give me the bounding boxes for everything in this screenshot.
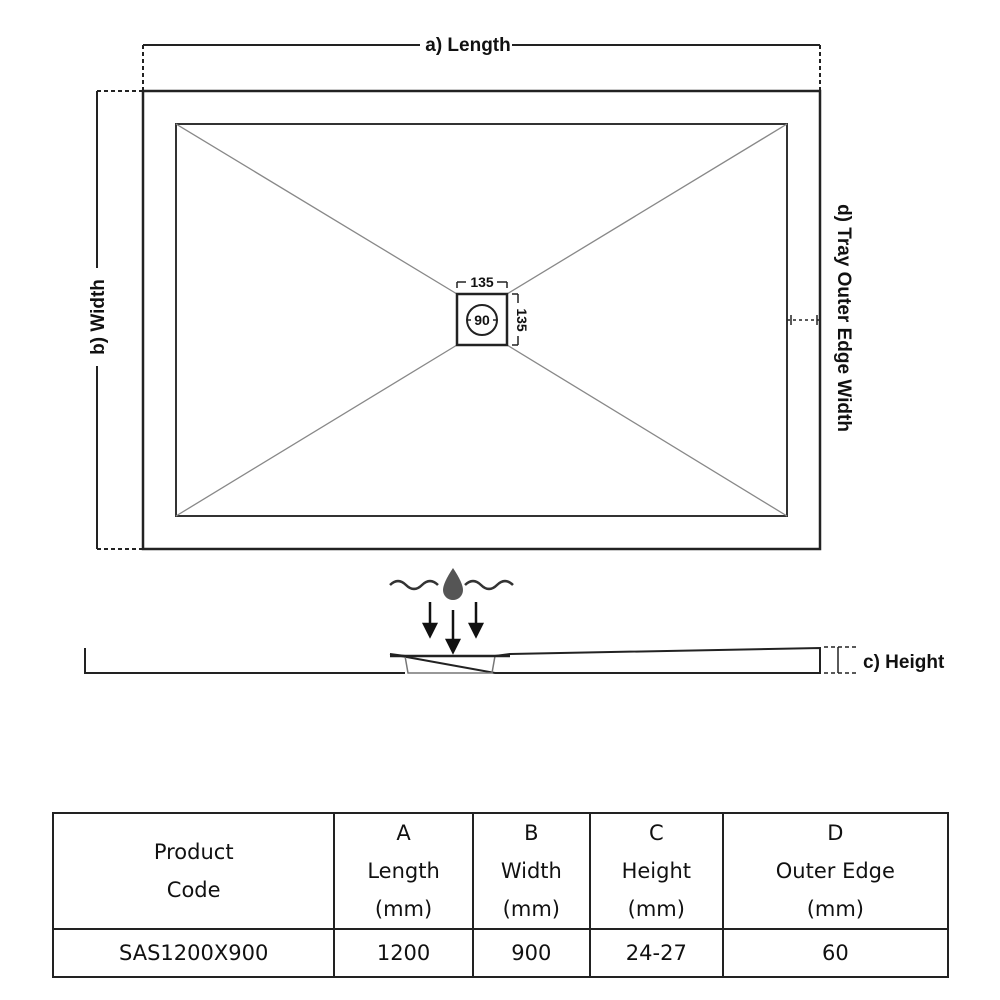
cell-width: 900 [471,928,591,978]
length-dimension [142,44,821,90]
header-line: (mm) [502,897,560,921]
width-label: b) Width [88,279,109,355]
tray-profile [84,646,858,674]
header-length: A Length (mm) [333,812,474,930]
shower-tray-diagram: a) Length b) Width 135 [84,35,945,674]
header-line: A [396,821,411,845]
cell-outer-edge: 60 [721,928,950,978]
header-width: B Width (mm) [471,812,591,930]
drain-width-label: 135 [470,274,494,290]
header-height: C Height (mm) [588,812,724,930]
header-line: C [648,821,664,845]
cell-height: 24-27 [588,928,724,978]
tray-plan [141,89,822,551]
outer-edge-label: d) Tray Outer Edge Width [833,204,854,432]
header-line: (mm) [806,897,864,921]
header-line: Code [166,878,221,902]
header-line: Height [621,859,691,883]
header-line: (mm) [374,897,433,921]
waste-diameter-label: 90 [474,312,490,328]
header-line: Width [500,859,562,883]
header-outer-edge: D Outer Edge (mm) [721,812,950,930]
header-line: Length [367,859,440,883]
length-label: a) Length [425,35,511,56]
header-line: (mm) [627,897,685,921]
cell-product-code: SAS1200X900 [51,928,336,978]
drain-height-label: 135 [514,308,530,332]
header-line: Outer Edge [775,859,895,883]
water-flow-icon [389,568,514,655]
cell-length: 1200 [333,928,474,978]
table-row: SAS1200X900 1200 900 24-27 60 [51,928,950,978]
header-line: D [827,821,844,845]
waste-outlet [466,304,498,336]
header-line: Product [153,840,234,864]
header-line: B [524,821,539,845]
height-label: c) Height [863,652,945,673]
width-dimension [96,90,143,550]
